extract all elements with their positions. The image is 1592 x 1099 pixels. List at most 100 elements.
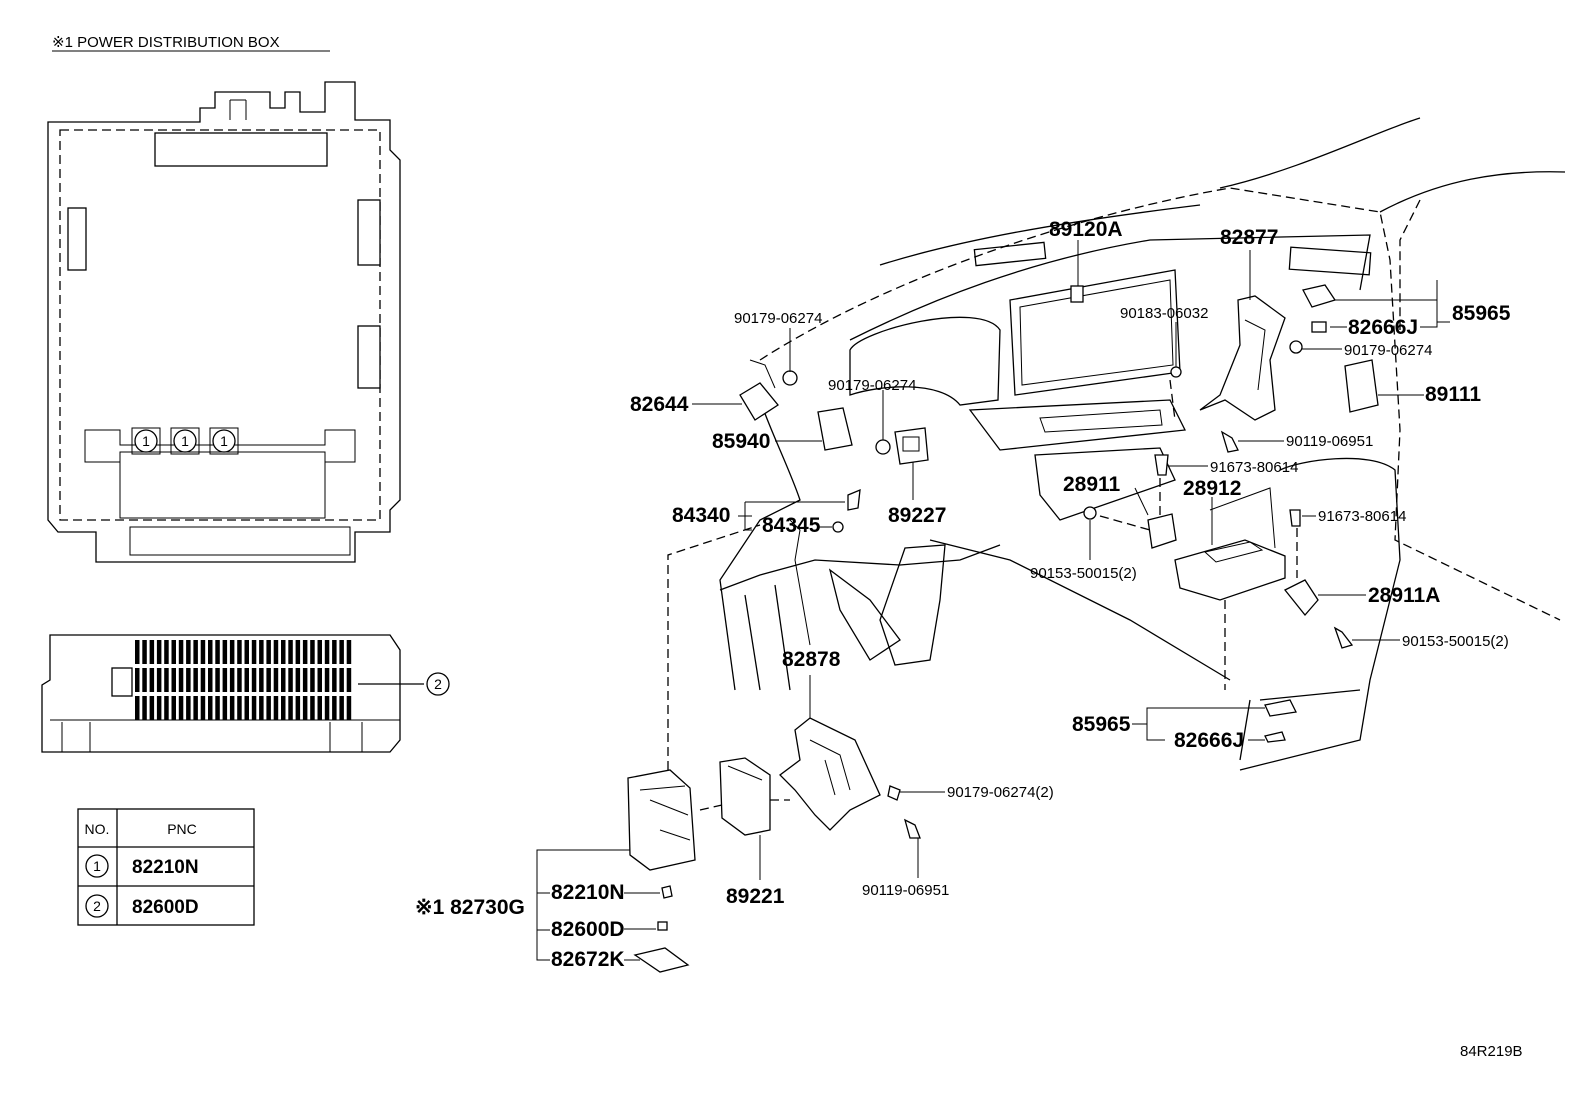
fuse-slot: [156, 696, 162, 720]
fuse-slot: [244, 640, 249, 664]
label-82877: 82877: [1220, 226, 1278, 249]
fuse-slot: [310, 640, 315, 664]
fuse-slot: [259, 640, 264, 664]
label-90153-50015-a: 90153-50015(2): [1030, 565, 1137, 582]
fuse-slot: [266, 696, 271, 720]
fuse-slot: [156, 640, 162, 664]
fuse-slot: [237, 668, 242, 692]
fuse-slot: [149, 668, 155, 692]
pnc-table: NO. PNC 1 82210N 2 82600D: [77, 808, 255, 926]
fuse-slot: [186, 640, 191, 664]
fuse-slot: [178, 696, 184, 720]
fuse-marker-1b: 1: [170, 427, 200, 455]
fuse-slot: [186, 668, 191, 692]
fuse-slot: [200, 640, 206, 664]
fuse-slot: [346, 640, 352, 664]
fuse-slot: [164, 696, 169, 720]
label-90179-06274-b: 90179-06274: [1344, 342, 1432, 359]
fuse-slot: [208, 640, 213, 664]
power-distribution-box-side-view: 2: [41, 634, 450, 753]
fuse-slot: [193, 640, 198, 664]
fuse-slot: [302, 668, 308, 692]
fuse-slot: [135, 696, 140, 720]
fuse-slot: [222, 696, 228, 720]
label-90179-06274-a: 90179-06274: [734, 310, 822, 327]
fuse-slot: [346, 696, 352, 720]
table-row-1-no: 1: [93, 858, 101, 874]
fuse-slot: [295, 640, 301, 664]
fuse-slot: [164, 668, 169, 692]
dashboard-outline: [719, 117, 1566, 771]
fuse-slot: [149, 640, 155, 664]
fuse-slot: [317, 640, 322, 664]
fuse-slot: [317, 668, 322, 692]
leader-lines: [536, 240, 1450, 961]
fuse-slot: [288, 640, 293, 664]
fuse-slot: [302, 640, 308, 664]
fuse-slot: [295, 696, 301, 720]
fuse-slot: [244, 696, 249, 720]
fuse-slot: [332, 696, 337, 720]
fuse-slot: [215, 640, 220, 664]
power-distribution-box-top-view: 1 1 1: [47, 81, 401, 563]
fuse-slot: [193, 668, 198, 692]
label-85965-bottom: 85965: [1072, 713, 1131, 736]
fuse-slot: [164, 640, 169, 664]
diagram-code: 84R219B: [1460, 1043, 1523, 1060]
fuse-slot: [310, 668, 315, 692]
fuse-slot: [251, 696, 257, 720]
fuse-slot: [222, 640, 228, 664]
label-90179-06274-c: 90179-06274: [828, 377, 916, 394]
label-89111: 89111: [1425, 383, 1481, 406]
fuse-marker-1c: 1: [209, 427, 239, 455]
fuse-slot: [281, 696, 286, 720]
fuse-marker-2: [426, 672, 450, 696]
fuse-slot: [237, 696, 242, 720]
table-row-2-no: 2: [93, 898, 101, 914]
fuse-slot: [244, 668, 249, 692]
fuse-slot: [156, 668, 162, 692]
fuse-slot: [259, 668, 264, 692]
label-85940: 85940: [712, 430, 770, 453]
label-90183-06032: 90183-06032: [1120, 305, 1208, 322]
fuse-slot: [142, 668, 147, 692]
fuse-slot: [229, 696, 235, 720]
fuse-slot: [142, 640, 147, 664]
svg-text:1: 1: [181, 433, 189, 449]
fuse-slot: [324, 696, 330, 720]
fuse-slot: [339, 696, 344, 720]
fuse-slot: [215, 668, 220, 692]
fuse-slot: [237, 640, 242, 664]
fuse-slot: [171, 668, 176, 692]
fuse-slot: [135, 668, 140, 692]
svg-text:2: 2: [434, 676, 442, 692]
label-82672K: 82672K: [551, 948, 625, 971]
label-91673-80614-a: 91673-80614: [1210, 459, 1298, 476]
fuse-slot: [288, 668, 293, 692]
fuse-slot: [273, 668, 279, 692]
fuse-slot: [171, 640, 176, 664]
fuse-slot: [266, 640, 271, 664]
fuse-slot: [324, 640, 330, 664]
fuse-slot: [251, 668, 257, 692]
fuse-slot: [229, 668, 235, 692]
svg-text:1: 1: [220, 433, 228, 449]
label-82666J-bottom: 82666J: [1174, 729, 1244, 752]
fuse-slot: [302, 696, 308, 720]
fuse-marker-1a: 1: [131, 427, 161, 455]
fuse-slot: [178, 668, 184, 692]
fuse-slot: [208, 668, 213, 692]
fuse-slot: [171, 696, 176, 720]
label-28912: 28912: [1183, 477, 1241, 500]
label-89227: 89227: [888, 504, 946, 527]
component-sketches: [627, 284, 1379, 973]
fuse-slot: [178, 640, 184, 664]
fuse-slot: [200, 696, 206, 720]
fuse-slot: [229, 640, 235, 664]
svg-text:1: 1: [142, 433, 150, 449]
label-90119-06951-a: 90119-06951: [1286, 433, 1373, 450]
label-28911: 28911: [1063, 473, 1121, 496]
part-labels: 89120A 82877 85965 82666J 90179-06274 90…: [415, 218, 1511, 971]
fuse-slot: [135, 640, 140, 664]
label-82210N: 82210N: [551, 881, 625, 904]
